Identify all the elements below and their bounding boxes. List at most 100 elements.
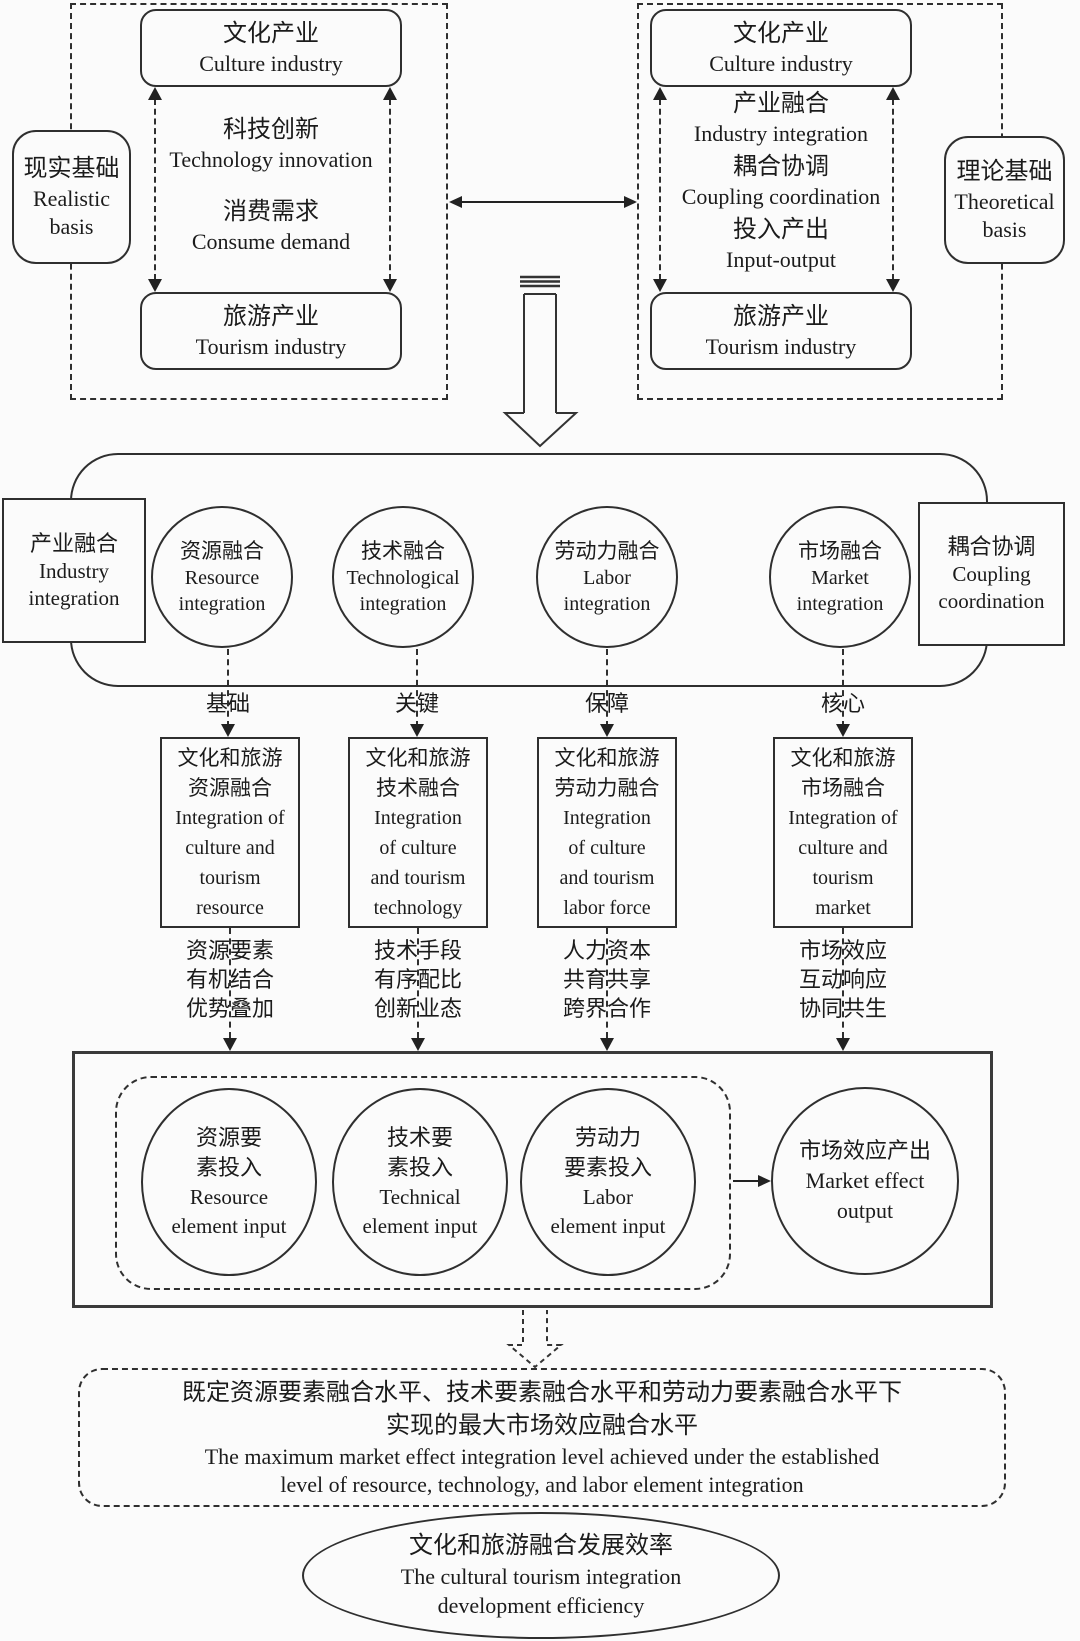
- output-en: Market effect output: [805, 1168, 925, 1223]
- dashed-line: [842, 928, 844, 1038]
- link-zh: 耦合协调: [733, 154, 829, 180]
- dashed-line: [606, 649, 608, 727]
- input-zh: 技术要 素投入: [386, 1125, 453, 1180]
- industry-integration-en: Industry integration: [28, 558, 120, 610]
- fusion-note-technology: 技术手段 有序配比 创新业态: [373, 938, 462, 1021]
- fusion-en: Integration of culture and tourism techn…: [370, 806, 466, 919]
- tourism-industry-en: Tourism industry: [195, 333, 347, 359]
- market-integration-circle: 市场融合 Market integration: [769, 506, 911, 648]
- fusion-note-resource: 资源要素 有机结合 优势叠加: [185, 938, 274, 1021]
- arrowhead-down-icon: [383, 279, 397, 292]
- down-block-arrow-icon: [502, 275, 579, 448]
- arrowhead-up-icon: [383, 87, 397, 100]
- dashed-line: [606, 928, 608, 1038]
- culture-industry-box-left: 文化产业 Culture industry: [140, 9, 402, 87]
- market-output-circle: 市场效应产出 Market effect output: [771, 1087, 959, 1275]
- input-zh: 资源要 素投入: [195, 1125, 262, 1180]
- culture-industry-zh: 文化产业: [733, 20, 829, 47]
- fusion-zh: 文化和旅游 市场融合: [790, 745, 896, 800]
- tourism-industry-zh: 旅游产业: [223, 303, 319, 330]
- arrowhead-down-icon: [886, 279, 900, 292]
- link-en: Coupling coordination: [681, 184, 881, 209]
- link-technology-innovation: 科技创新 Technology innovation: [150, 115, 392, 174]
- fusion-zh: 文化和旅游 资源融合: [177, 745, 283, 800]
- tourism-industry-box-right: 旅游产业 Tourism industry: [650, 292, 912, 370]
- dashed-line: [154, 99, 156, 280]
- arrowhead-left-icon: [449, 196, 462, 208]
- culture-industry-en: Culture industry: [199, 50, 343, 76]
- culture-industry-zh: 文化产业: [223, 20, 319, 47]
- arrowhead-down-icon: [221, 724, 235, 737]
- labor-input-circle: 劳动力 要素投入 Labor element input: [520, 1088, 696, 1276]
- link-consume-demand: 消费需求 Consume demand: [150, 197, 392, 256]
- arrowhead-right-icon: [624, 196, 637, 208]
- arrowhead-down-icon: [410, 724, 424, 737]
- coupling-coordination-zh: 耦合协调: [947, 534, 1036, 559]
- dashed-line: [659, 99, 661, 280]
- arrowhead-right-icon: [758, 1175, 771, 1187]
- realistic-basis-en: Realistic basis: [33, 185, 110, 239]
- dashed-line: [389, 99, 391, 280]
- coupling-coordination-box: 耦合协调 Coupling coordination: [918, 502, 1065, 646]
- resource-integration-circle: 资源融合 Resource integration: [151, 506, 293, 648]
- culture-industry-box-right: 文化产业 Culture industry: [650, 9, 912, 87]
- link-input-output: 投入产出 Input-output: [656, 215, 906, 274]
- efficiency-zh: 文化和旅游融合发展效率: [409, 1533, 673, 1559]
- arrowhead-down-icon: [148, 279, 162, 292]
- circle-en: Market integration: [796, 566, 884, 615]
- technical-input-circle: 技术要 素投入 Technical element input: [332, 1088, 508, 1276]
- link-en: Technology innovation: [169, 147, 373, 172]
- dashed-line: [416, 649, 418, 727]
- output-arrow-line: [733, 1180, 761, 1182]
- link-industry-integration: 产业融合 Industry integration: [656, 89, 906, 148]
- circle-zh: 市场融合: [798, 538, 882, 563]
- fusion-box-market: 文化和旅游 市场融合 Integration of culture and to…: [773, 737, 913, 928]
- tourism-industry-box-left: 旅游产业 Tourism industry: [140, 292, 402, 370]
- fusion-note-market: 市场效应 互动响应 协同共生: [798, 938, 887, 1021]
- link-coupling-coordination: 耦合协调 Coupling coordination: [656, 152, 906, 211]
- circle-en: Labor integration: [563, 566, 651, 615]
- theoretical-basis-box: 理论基础 Theoretical basis: [944, 136, 1065, 264]
- realistic-basis-zh: 现实基础: [23, 155, 120, 182]
- industry-integration-zh: 产业融合: [29, 530, 118, 556]
- fusion-box-labor: 文化和旅游 劳动力融合 Integration of culture and t…: [537, 737, 677, 928]
- link-zh: 投入产出: [733, 217, 829, 243]
- input-zh: 劳动力 要素投入: [563, 1125, 652, 1180]
- link-zh: 科技创新: [223, 117, 319, 143]
- dashed-line: [417, 928, 419, 1038]
- efficiency-en: The cultural tourism integration develop…: [400, 1564, 682, 1618]
- tag-core: 核心: [820, 691, 865, 716]
- arrowhead-down-icon: [836, 724, 850, 737]
- technological-integration-circle: 技术融合 Technological integration: [332, 506, 474, 648]
- arrowhead-down-icon: [600, 1038, 614, 1051]
- bidirectional-arrow-line: [460, 201, 626, 203]
- arrowhead-up-icon: [148, 87, 162, 100]
- output-zh: 市场效应产出: [798, 1138, 931, 1163]
- max-level-zh: 既定资源要素融合水平、技术要素融合水平和劳动力要素融合水平下 实现的最大市场效应…: [182, 1379, 902, 1439]
- circle-zh: 劳动力融合: [554, 538, 660, 563]
- tourism-industry-zh: 旅游产业: [733, 303, 829, 330]
- arrowhead-down-icon: [223, 1038, 237, 1051]
- fusion-zh: 文化和旅游 技术融合: [365, 745, 471, 800]
- tourism-industry-en: Tourism industry: [705, 333, 857, 359]
- arrowhead-up-icon: [886, 87, 900, 100]
- theoretical-basis-zh: 理论基础: [956, 158, 1053, 185]
- input-en: Technical element input: [362, 1185, 478, 1238]
- resource-input-circle: 资源要 素投入 Resource element input: [141, 1088, 317, 1276]
- tag-guarantee: 保障: [584, 691, 629, 716]
- fusion-en: Integration of culture and tourism marke…: [788, 806, 898, 919]
- fusion-box-resource: 文化和旅游 资源融合 Integration of culture and to…: [160, 737, 300, 928]
- theoretical-basis-en: Theoretical basis: [954, 188, 1055, 242]
- culture-industry-en: Culture industry: [709, 50, 853, 76]
- dashed-block-arrow-icon: [506, 1310, 564, 1369]
- dashed-line: [842, 649, 844, 727]
- dashed-line: [229, 928, 231, 1038]
- fusion-en: Integration of culture and tourism resou…: [175, 806, 285, 919]
- tag-key: 关键: [394, 691, 439, 716]
- dashed-line: [227, 649, 229, 727]
- industry-integration-box: 产业融合 Industry integration: [2, 498, 146, 643]
- coupling-coordination-en: Coupling coordination: [938, 562, 1045, 613]
- link-zh: 消费需求: [223, 199, 319, 225]
- fusion-note-labor: 人力资本 共育共享 跨界合作: [562, 938, 651, 1021]
